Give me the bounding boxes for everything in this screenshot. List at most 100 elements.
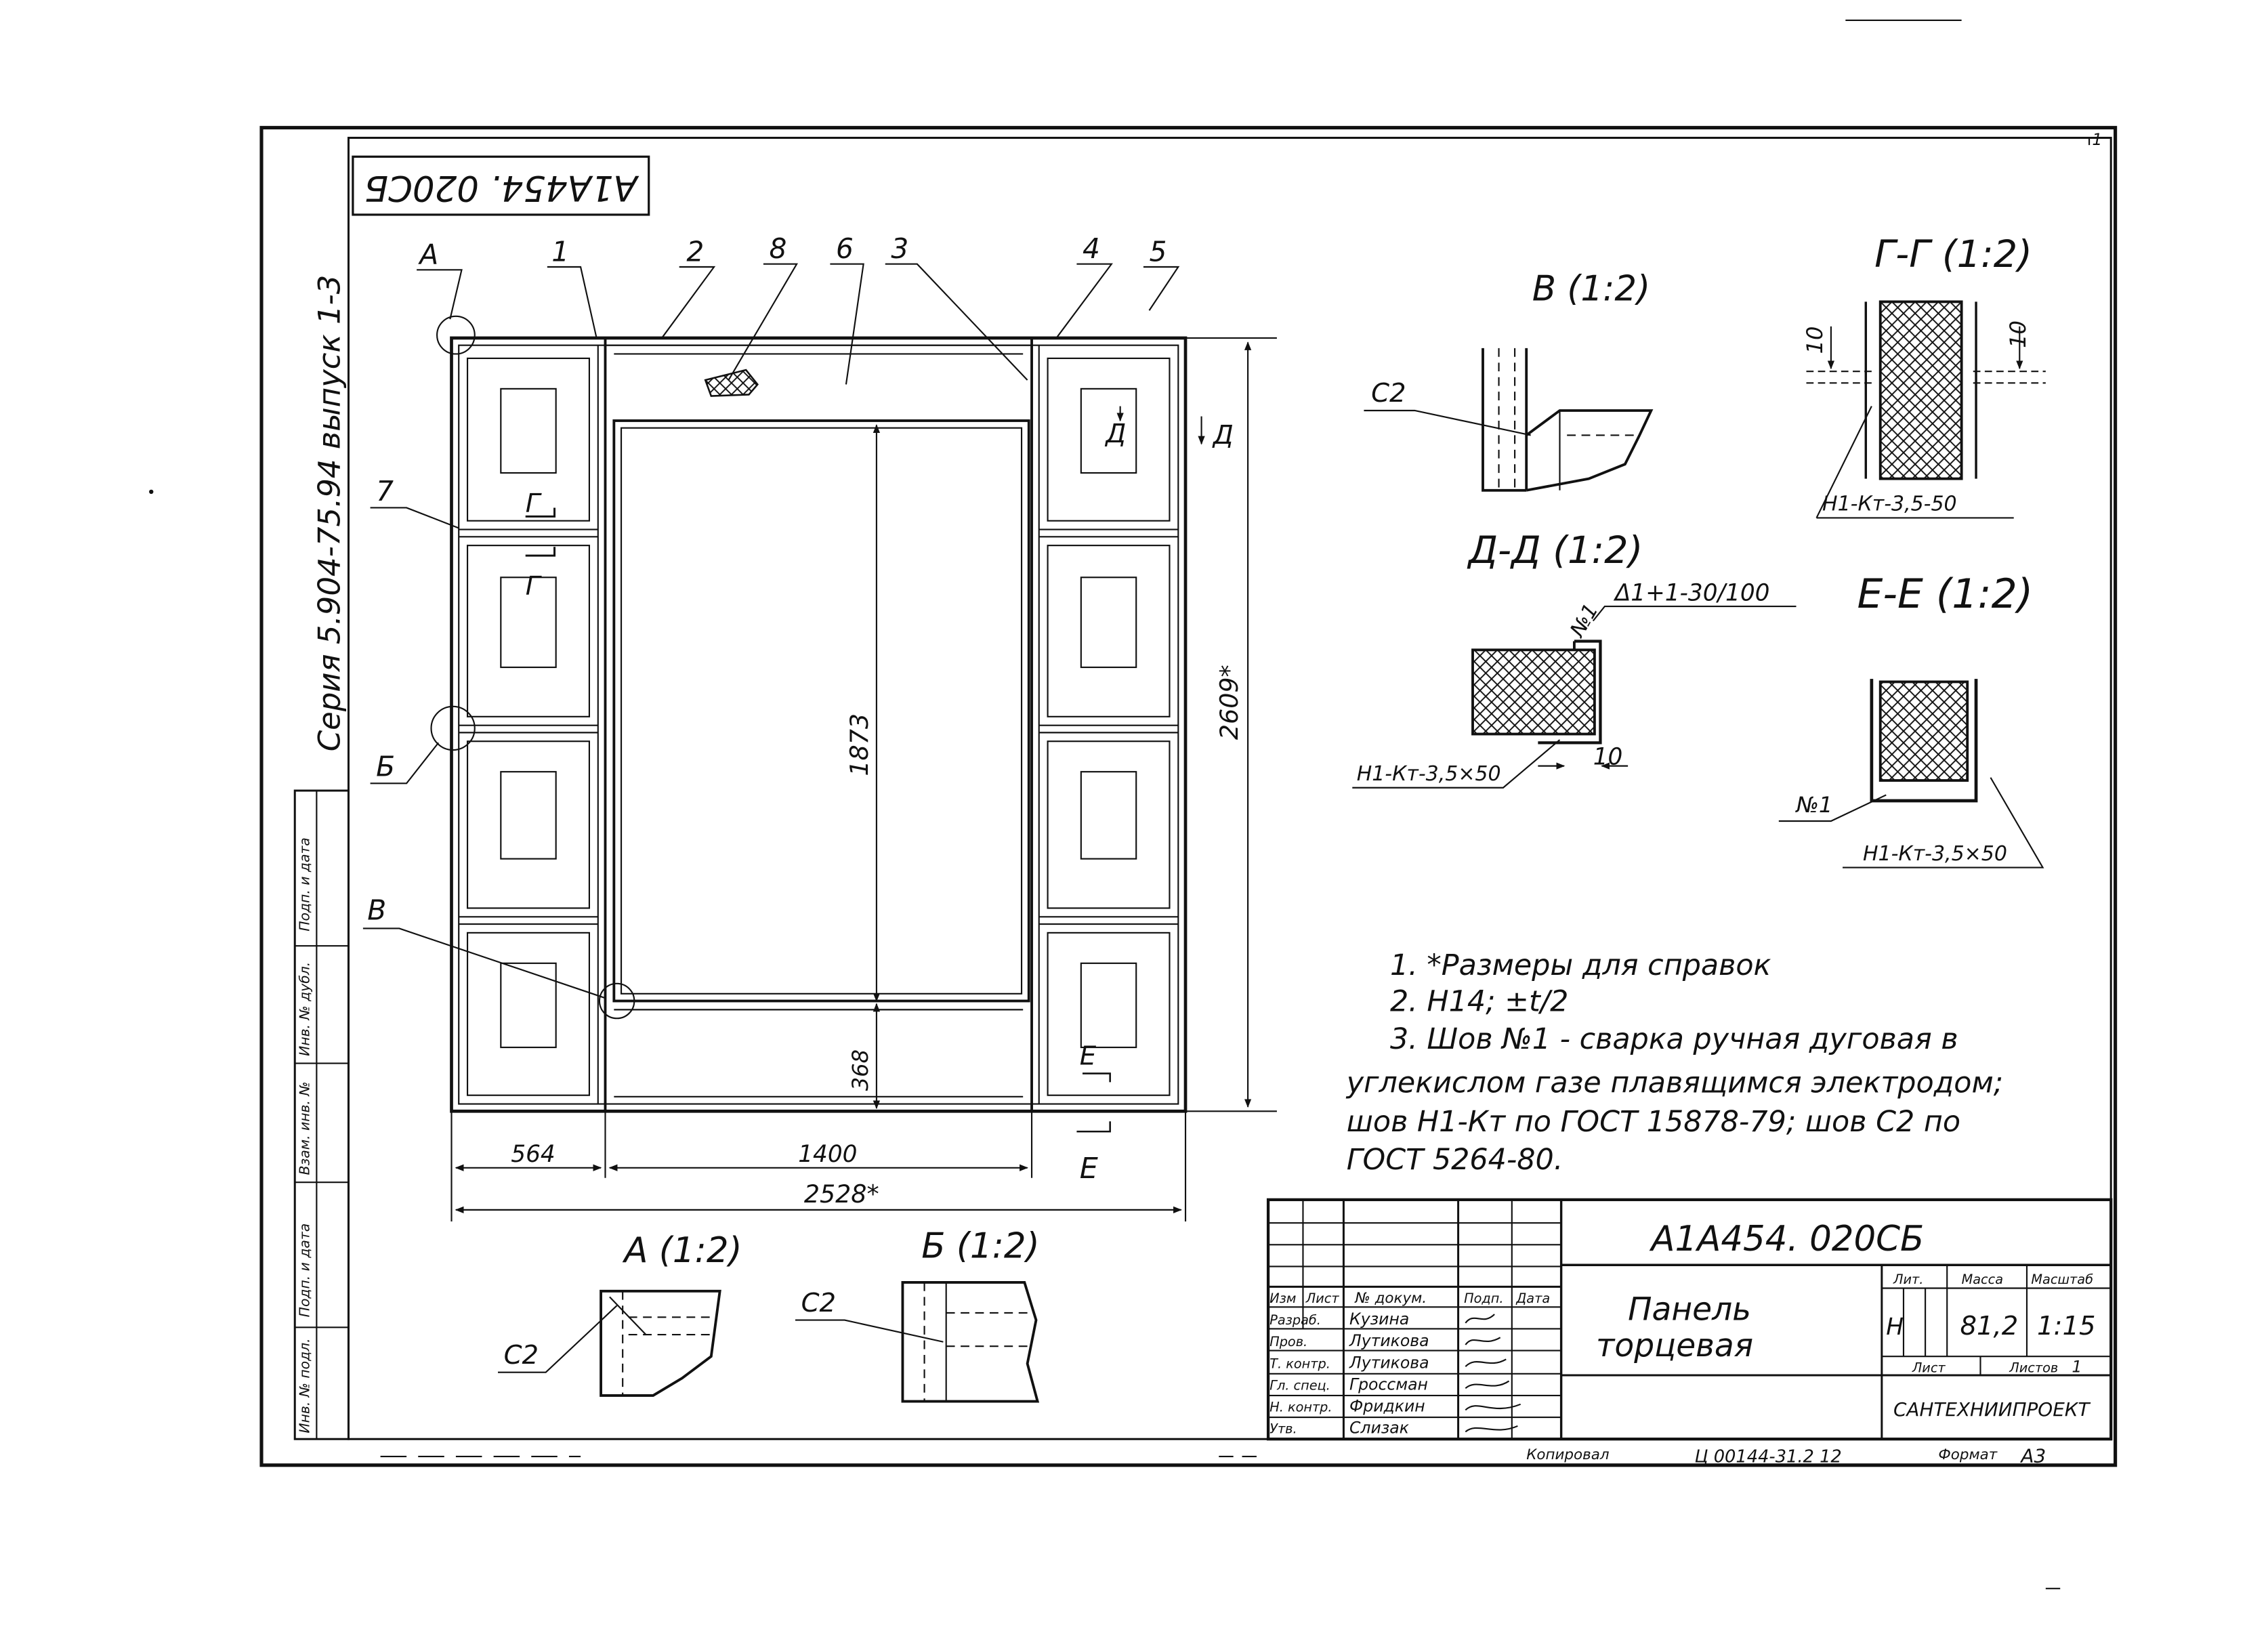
detail-v-title: В (1:2): [1532, 268, 1650, 309]
notes: 1. *Размеры для справок 2. Н14; ±t/2 3. …: [1345, 948, 2003, 1177]
footer-format-label: Формат: [1938, 1446, 1997, 1463]
title-block: Изм Лист № докум. Подп. Дата Разраб. Про…: [1266, 1198, 2113, 1441]
detail-a: А (1:2) С2: [498, 1230, 742, 1397]
tb-signer-2: Лутикова: [1349, 1331, 1429, 1350]
tb-sheets-label: Листов: [2009, 1360, 2058, 1376]
callout-1: 1: [551, 235, 569, 268]
left-strip: Подп. и дата Инв. № дубл. Взам. инв. № П…: [293, 789, 350, 1440]
tb-name-line2: торцевая: [1596, 1327, 1753, 1364]
footer-format-value: А3: [2019, 1444, 2046, 1467]
note-5: шов Н1-Кт по ГОСТ 15878-79; шов С2 по: [1347, 1105, 1960, 1139]
sheet-corner-number: 1: [2092, 130, 2102, 149]
tb-scale-value: 1:15: [2037, 1311, 2096, 1341]
section-dd-title: Д-Д (1:2): [1467, 528, 1643, 572]
tb-mass-value: 81,2: [1960, 1311, 2018, 1341]
strip-label-3: Взам. инв. №: [297, 1081, 313, 1175]
section-gg-dim-left: 10: [1802, 327, 1828, 354]
tb-role-2: Пров.: [1269, 1334, 1307, 1349]
dimensions: 1873 368 2609* 564 1400 2528*: [450, 337, 1277, 1222]
note-4: углекислом газе плавящимся электродом;: [1345, 1066, 2003, 1100]
detail-a-c2: С2: [504, 1340, 539, 1371]
tb-head-izm: Изм: [1269, 1291, 1296, 1306]
dim-total-width: 2528*: [804, 1179, 879, 1209]
callout-v: В: [367, 894, 386, 927]
tb-signer-5: Фридкин: [1349, 1397, 1425, 1416]
tb-head-sign: Подп.: [1464, 1291, 1503, 1306]
callout-3: 3: [891, 232, 908, 265]
strip-label-4: Подп. и дата: [297, 1223, 313, 1317]
detail-b-c2: С2: [801, 1288, 836, 1318]
section-dd-no1: №1: [1565, 600, 1603, 642]
section-ee-title: Е-Е (1:2): [1857, 570, 2033, 618]
tb-lit-value: Н: [1886, 1314, 1904, 1341]
detail-v-c2: С2: [1371, 378, 1406, 409]
callout-2: 2: [686, 235, 704, 268]
section-gg-weld: Н1-Кт-3,5-50: [1822, 493, 1957, 516]
mark-e-inner: Е: [1080, 1041, 1097, 1072]
series-label: Серия 5.904-75.94 выпуск 1-3: [312, 275, 348, 752]
mark-d-outer: Д: [1212, 420, 1234, 451]
tb-lit-label: Лит.: [1893, 1272, 1923, 1287]
strip-label-1: Подп. и дата: [297, 837, 313, 931]
tb-sheets-value: 1: [2072, 1358, 2082, 1377]
section-ee: Е-Е (1:2) №1 Н1-Кт-3,5×50: [1778, 570, 2044, 869]
code-box: А1А454. 020СБ: [352, 155, 650, 216]
detail-b-title: Б (1:2): [921, 1226, 1039, 1267]
panel-elevation: [430, 315, 1188, 1113]
tb-role-6: Утв.: [1269, 1421, 1297, 1437]
detail-b: Б (1:2) С2: [795, 1226, 1040, 1403]
footer: Копировал Ц 00144-31.2 12 Формат А3: [380, 1444, 2046, 1467]
mark-g-top: Г: [526, 488, 542, 519]
dim-total-height: 2609*: [1215, 665, 1244, 740]
section-ee-weld: Н1-Кт-3,5×50: [1863, 842, 2007, 866]
part-callouts: А 1 2 8 6 3 4 5 7 Б В: [362, 232, 1180, 999]
callout-a: А: [417, 238, 438, 271]
sheet-border: 1: [259, 125, 2118, 1467]
section-dd: Д-Д (1:2) №1 Δ1+1-30/100 Н1-Кт-3,5×50 10: [1352, 528, 1797, 789]
tb-role-4: Гл. спец.: [1269, 1377, 1330, 1393]
tb-designation: А1А454. 020СБ: [1649, 1219, 1924, 1259]
note-2: 2. Н14; ±t/2: [1390, 985, 1568, 1019]
note-1: 1. *Размеры для справок: [1390, 948, 1771, 982]
tb-role-5: Н. контр.: [1269, 1400, 1332, 1415]
tb-signer-1: Кузина: [1349, 1310, 1409, 1328]
detail-a-title: А (1:2): [622, 1230, 742, 1271]
tb-name-line1: Панель: [1628, 1291, 1751, 1328]
section-gg-dim-right: 10: [2005, 320, 2031, 348]
tb-role-3: Т. контр.: [1269, 1356, 1330, 1371]
dim-inner-height: 1873: [845, 713, 874, 776]
mark-e-outer: Е: [1080, 1152, 1098, 1186]
dim-inner-width: 1400: [798, 1141, 857, 1168]
footer-copied: Копировал: [1526, 1446, 1610, 1463]
tb-sheet-label: Лист: [1912, 1360, 1946, 1376]
footer-number: Ц 00144-31.2 12: [1695, 1446, 1842, 1467]
section-dd-dim: 10: [1593, 743, 1623, 770]
section-gg-title: Г-Г (1:2): [1874, 232, 2032, 276]
dim-bottom-height: 368: [847, 1049, 873, 1091]
tb-signer-4: Гроссман: [1349, 1375, 1428, 1394]
tb-signer-3: Лутикова: [1349, 1353, 1429, 1372]
mark-d-inner: Д: [1104, 419, 1126, 449]
tb-scale-label: Масштаб: [2031, 1272, 2093, 1287]
section-ee-no1: №1: [1795, 792, 1833, 818]
callout-7: 7: [376, 475, 394, 507]
note-6: ГОСТ 5264-80.: [1347, 1143, 1563, 1177]
tb-org: САНТЕХНИИПРОЕКТ: [1893, 1398, 2091, 1421]
callout-6: 6: [836, 232, 854, 265]
section-dd-tolerance: Δ1+1-30/100: [1613, 580, 1770, 607]
dim-left-width: 564: [511, 1141, 555, 1168]
detail-v: В (1:2) С2: [1364, 268, 1654, 492]
tb-mass-label: Масса: [1962, 1272, 2003, 1287]
note-3: 3. Шов №1 - сварка ручная дуговая в: [1390, 1022, 1958, 1056]
tb-signer-6: Слизак: [1349, 1419, 1410, 1438]
callout-b: Б: [376, 751, 395, 783]
tb-role-1: Разраб.: [1269, 1312, 1321, 1328]
section-dd-weld: Н1-Кт-3,5×50: [1357, 762, 1501, 786]
callout-5: 5: [1149, 235, 1167, 268]
rotated-designation: А1А454. 020СБ: [364, 167, 639, 208]
section-marks: Г Г Д Д Е Е: [525, 406, 1234, 1186]
strip-label-5: Инв. № подл.: [297, 1338, 313, 1433]
callout-4: 4: [1083, 232, 1100, 265]
callout-8: 8: [769, 232, 786, 265]
